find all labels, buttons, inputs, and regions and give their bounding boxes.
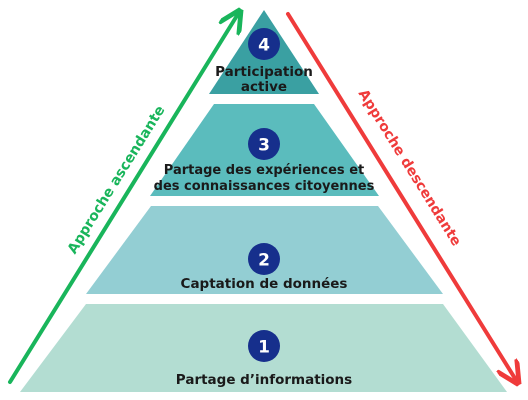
pyramid-level-3: 3 Partage des expériences et des connais… bbox=[150, 104, 379, 196]
level-3-badge bbox=[248, 128, 280, 160]
pyramid-level-2: 2 Captation de données bbox=[86, 206, 443, 294]
level-1-number: 1 bbox=[258, 338, 270, 358]
level-4-label-line-2: active bbox=[241, 79, 287, 95]
level-2-label: Captation de données bbox=[181, 276, 348, 292]
level-3-label-line-1: Partage des expériences et bbox=[164, 163, 364, 178]
level-1-label: Partage d’informations bbox=[176, 372, 352, 388]
pyramid-level-1: 1 Partage d’informations bbox=[20, 304, 507, 392]
level-2-badge bbox=[248, 243, 280, 275]
level-4-number: 4 bbox=[258, 36, 270, 56]
level-3-number: 3 bbox=[258, 136, 270, 156]
level-4-badge bbox=[248, 28, 280, 60]
ascending-arrow-line bbox=[8, 14, 238, 384]
level-4-label-line-1: Participation bbox=[215, 64, 313, 80]
descending-arrow-line bbox=[286, 12, 516, 380]
level-3-label-line-2: des connaissances citoyennes bbox=[154, 179, 375, 194]
level-2-number: 2 bbox=[258, 251, 270, 271]
pyramid-level-4: 4 Participation active bbox=[209, 10, 319, 95]
level-1-badge bbox=[248, 330, 280, 362]
